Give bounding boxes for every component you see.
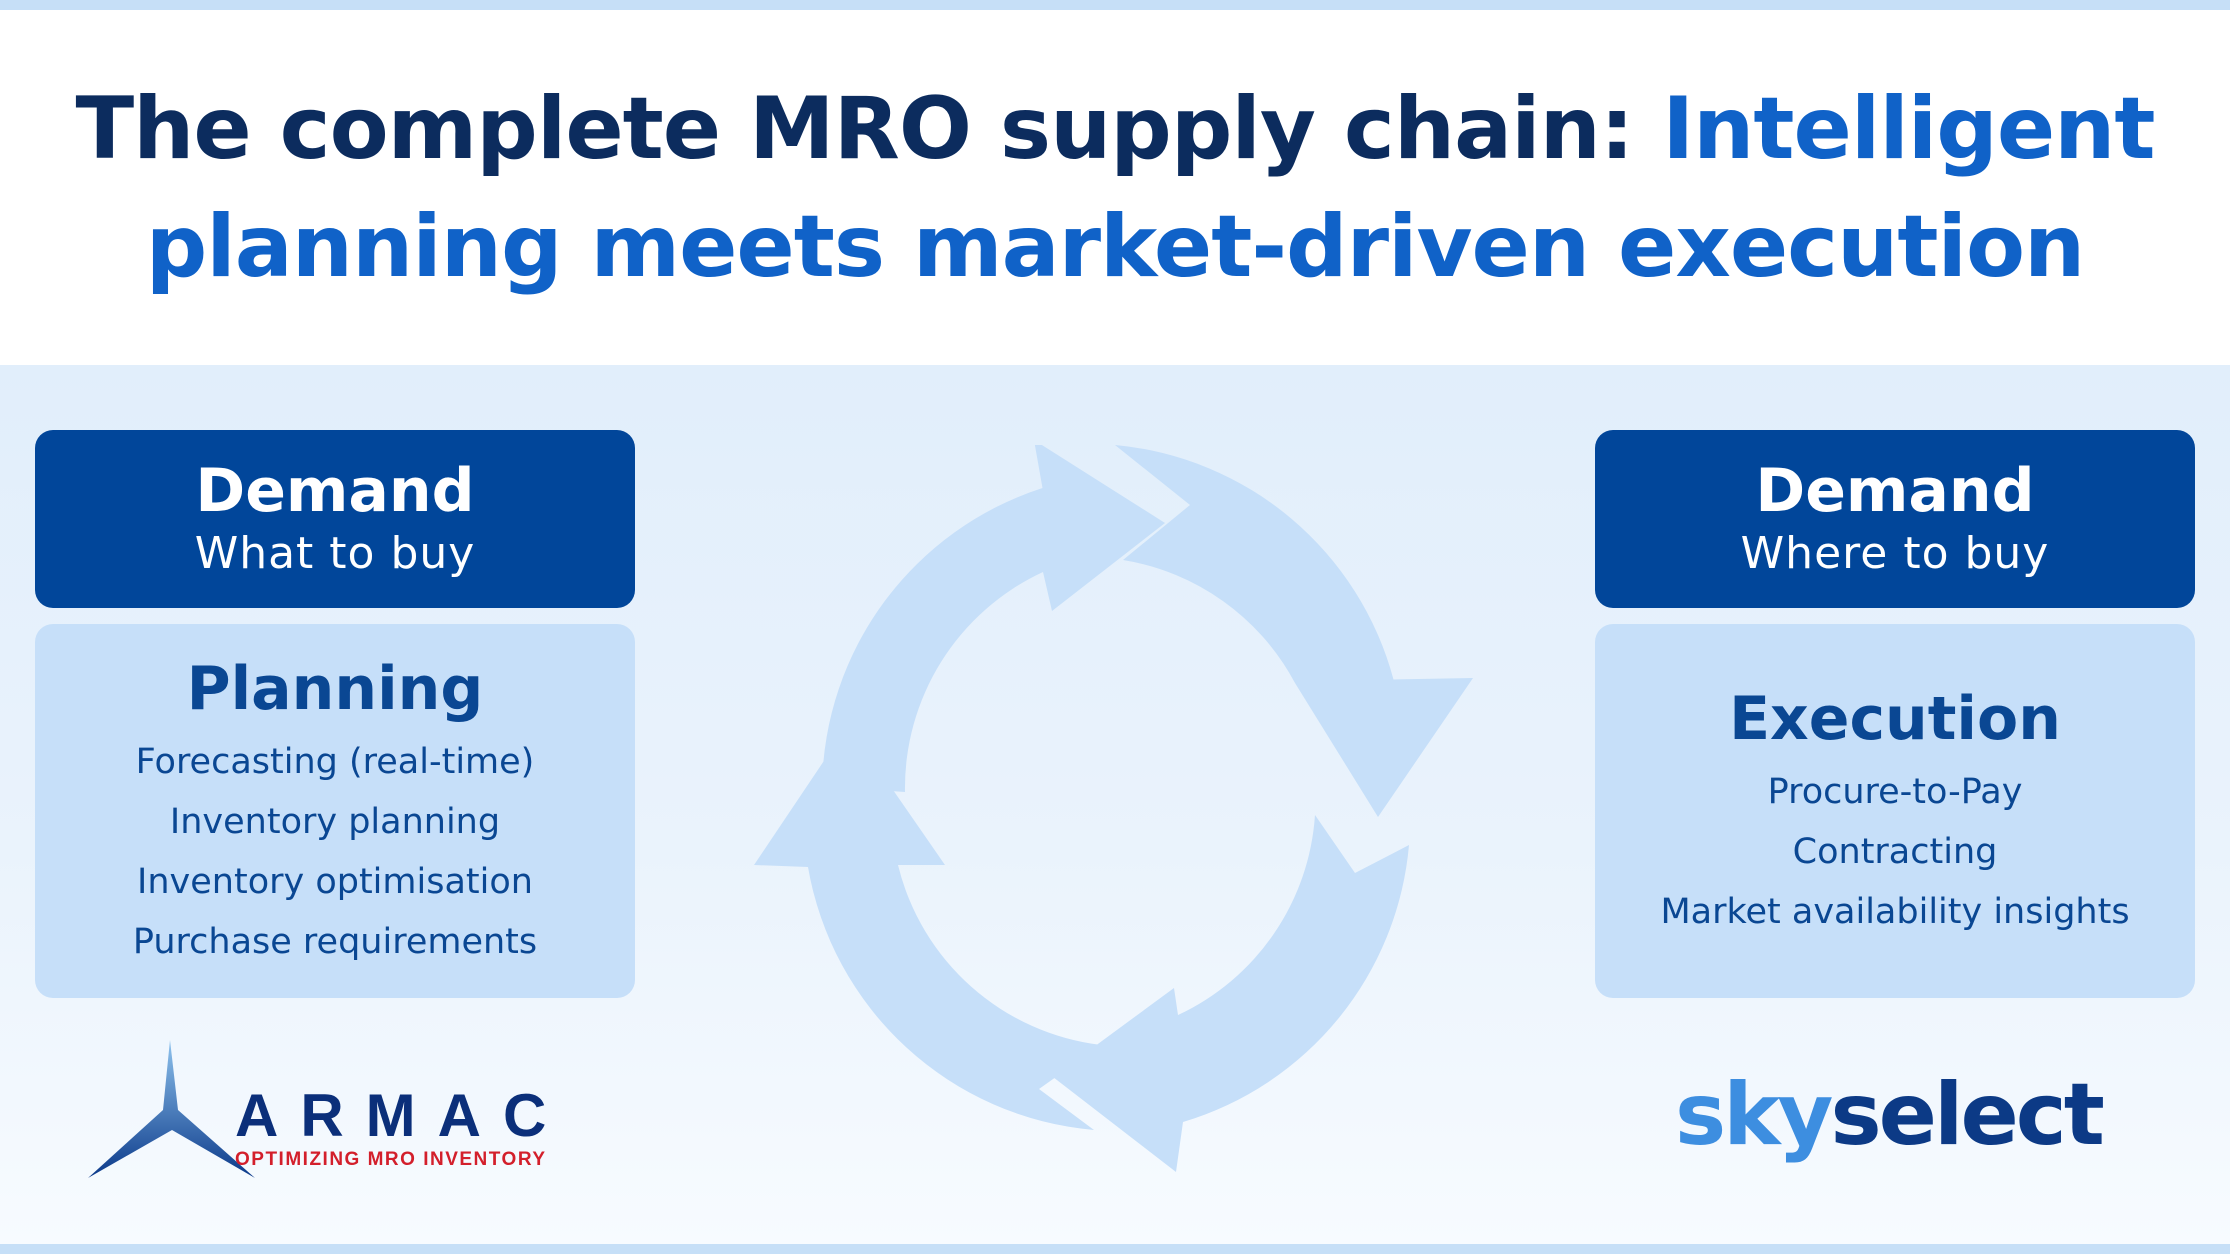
skyselect-logo-part-select: select — [1830, 1065, 2104, 1165]
armac-wordmark: ARMAC — [235, 1082, 568, 1149]
cycle-arrow-top — [822, 445, 1165, 792]
planning-item: Inventory optimisation — [137, 862, 533, 902]
cycle-arrow-right — [1115, 445, 1473, 817]
page-title: The complete MRO supply chain: Intellige… — [45, 70, 2185, 306]
demand-where-heading: Demand — [1755, 456, 2035, 526]
title-accent-part: Intelligent planning meets market-driven… — [145, 78, 2156, 297]
demand-what-card: Demand What to buy — [35, 430, 635, 608]
cycle-arrows-icon — [754, 445, 1473, 1172]
armac-star-icon — [88, 1040, 255, 1178]
skyselect-logo: skyselect — [1675, 1065, 2105, 1165]
execution-item: Market availability insights — [1660, 892, 2130, 932]
title-dark-part: The complete MRO supply chain: — [75, 78, 1663, 179]
planning-item: Forecasting (real-time) — [135, 742, 535, 782]
cycle-arrow-bottom — [1053, 815, 1409, 1172]
top-border — [0, 0, 2230, 10]
armac-logo: ARMAC OPTIMIZING MRO INVENTORY — [88, 1040, 568, 1178]
planning-item: Purchase requirements — [132, 922, 538, 962]
execution-card: Execution Procure-to-Pay Contracting Mar… — [1595, 624, 2195, 998]
cycle-arrow-left — [754, 725, 1101, 1130]
diagram-area: Demand What to buy Planning Forecasting … — [0, 365, 2230, 1244]
demand-what-subheading: What to buy — [194, 528, 476, 579]
demand-what-heading: Demand — [195, 456, 475, 526]
execution-item: Contracting — [1792, 832, 1998, 872]
armac-tagline: OPTIMIZING MRO INVENTORY — [235, 1149, 547, 1170]
execution-heading: Execution — [1729, 684, 2061, 754]
planning-heading: Planning — [186, 654, 484, 724]
demand-where-card: Demand Where to buy — [1595, 430, 2195, 608]
skyselect-logo-part-sky: sky — [1675, 1065, 1833, 1165]
planning-card: Planning Forecasting (real-time) Invento… — [35, 624, 635, 998]
execution-item: Procure-to-Pay — [1767, 772, 2023, 812]
bottom-border — [0, 1244, 2230, 1254]
planning-item: Inventory planning — [169, 802, 501, 842]
demand-where-subheading: Where to buy — [1740, 528, 2050, 579]
header: The complete MRO supply chain: Intellige… — [0, 10, 2230, 365]
